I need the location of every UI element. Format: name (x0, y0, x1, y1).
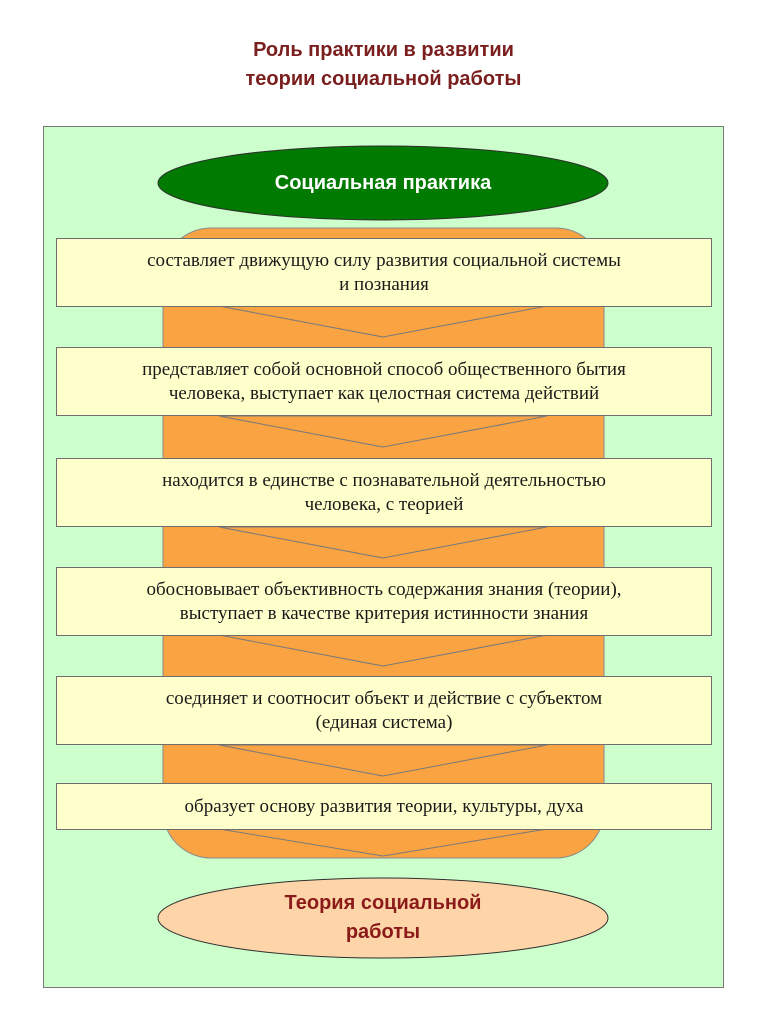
practice-role-box-4: обосновывает объективность содержания зн… (56, 567, 712, 636)
bottom-ellipse (157, 877, 609, 959)
practice-role-box-1: составляет движущую силу развития социал… (56, 238, 712, 307)
practice-role-box-3: находится в единстве с познавательной де… (56, 458, 712, 527)
bottom-label-line-1: Теория социальной (284, 892, 482, 914)
box-2-line-2: человека, выступает как целостная систем… (168, 382, 600, 404)
practice-role-box-2: представляет собой основной способ общес… (56, 347, 712, 416)
top-ellipse (157, 145, 609, 221)
title-line-1: Роль практики в развитии (253, 39, 514, 61)
box-5-line-1: соединяет и соотносит объект и действие … (165, 687, 603, 709)
social-practice-label: Социальная практика (274, 171, 492, 194)
title-line-2: теории социальной работы (245, 68, 522, 90)
down-arrow-3 (218, 526, 548, 559)
box-3-line-1: находится в единстве с познавательной де… (162, 469, 606, 491)
down-arrow-2 (218, 415, 548, 448)
box-4-line-2: выступает в качестве критерия истинности… (179, 602, 589, 624)
practice-role-box-6: образует основу развития теории, культур… (56, 783, 712, 830)
box-4-line-1: обосновывает объективность содержания зн… (146, 578, 622, 600)
down-arrow-5 (218, 744, 548, 777)
box-1-line-1: составляет движущую силу развития социал… (147, 249, 621, 271)
practice-role-box-5: соединяет и соотносит объект и действие … (56, 676, 712, 745)
box-5-line-2: (единая система) (315, 711, 453, 733)
box-6-line-1: образует основу развития теории, культур… (184, 795, 584, 817)
social-work-theory-label: Теория социальной работы (158, 878, 608, 958)
box-3-line-2: человека, с теорией (304, 493, 464, 515)
page-title: Роль практики в развитии теории социальн… (0, 36, 767, 94)
box-1-line-2: и познания (339, 273, 429, 295)
bottom-label-line-2: работы (345, 921, 421, 943)
box-2-line-1: представляет собой основной способ общес… (142, 358, 626, 380)
